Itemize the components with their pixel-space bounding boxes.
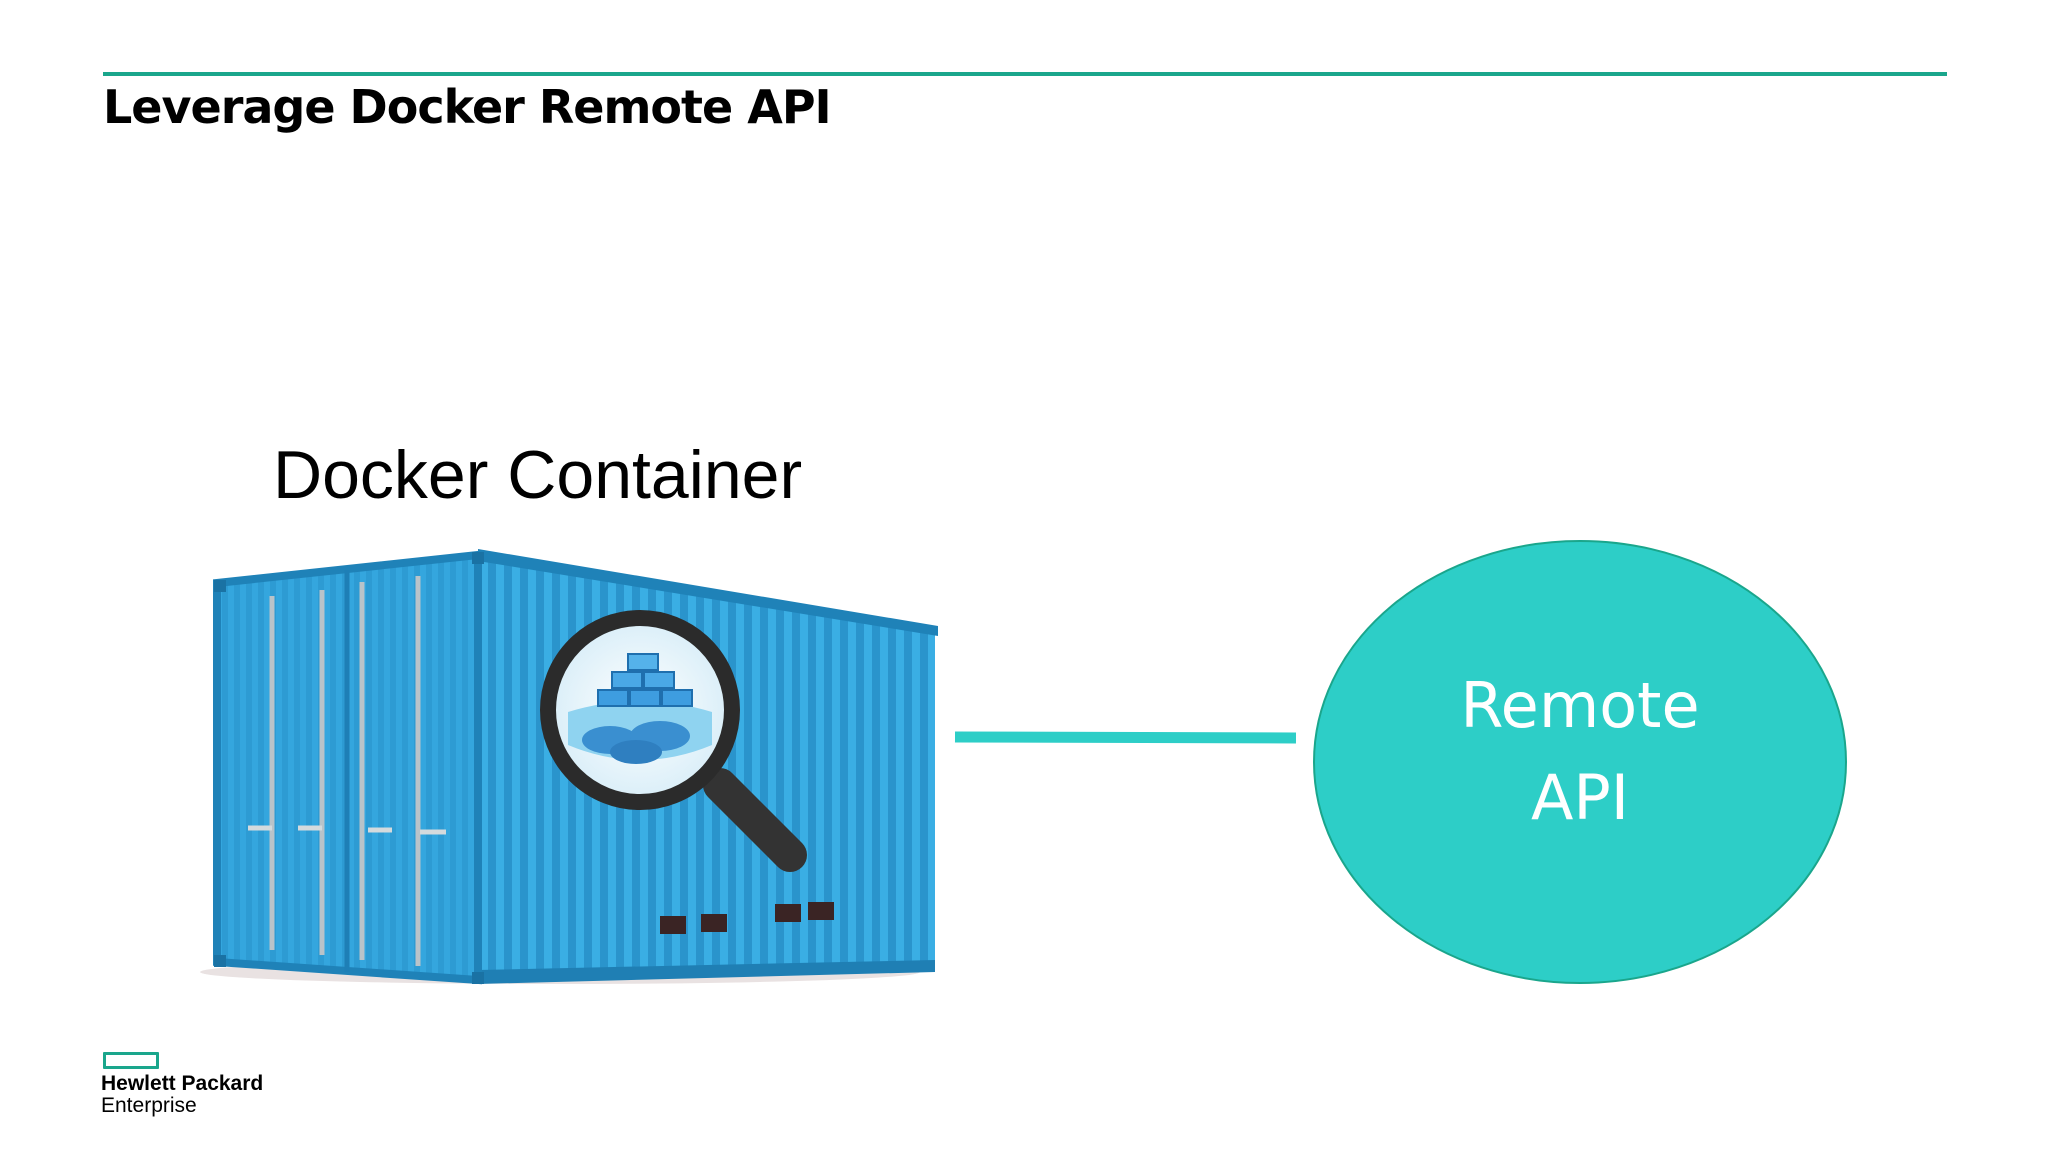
remote-api-line1: Remote [1314, 660, 1846, 752]
logo-line2: Enterprise [101, 1094, 197, 1118]
logo-line1: Hewlett Packard [101, 1072, 263, 1096]
connector-line [955, 737, 1296, 738]
hpe-logo-icon [103, 1052, 159, 1069]
remote-api-line2: API [1314, 752, 1846, 844]
remote-api-label: Remote API [1314, 660, 1846, 844]
